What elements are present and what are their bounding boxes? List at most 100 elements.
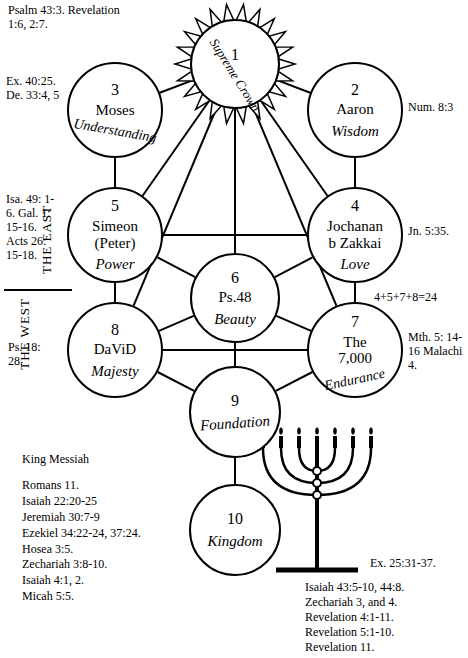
menorah-candles (261, 428, 373, 449)
connector-line (159, 316, 194, 331)
circle-shape (190, 367, 280, 457)
reference-note: Revelation 11. (305, 640, 375, 654)
circle-outline (189, 484, 281, 576)
east-west-divider (4, 289, 72, 291)
connector-line (114, 158, 116, 187)
reference-note: Jn. 5:35. (408, 224, 466, 238)
reference-note: Revelation 5:1-10. (305, 625, 394, 639)
reference-note: Ex. 40:25. De. 33:4, 5 (6, 74, 68, 102)
sefirah-circle: 9Foundation (189, 366, 281, 458)
circle-shape (68, 188, 162, 282)
reference-note: Hosea 3:5. (22, 542, 73, 556)
circle-shape (68, 63, 162, 157)
sefirah-attribute: Foundation (200, 413, 271, 434)
reference-note: Isaiah 43:5-10, 44:8. (305, 580, 404, 594)
sefirah-attribute: Understanding (72, 116, 157, 146)
circle-text-area: 1Supreme Crown (190, 19, 280, 109)
sefirah-name: Ps.48 (219, 289, 252, 306)
circle-shape (308, 303, 402, 397)
reference-note: Romans 11. (22, 478, 79, 492)
sefirah-attribute: Majesty (91, 363, 138, 380)
reference-note: Psalm 43:3. Revelation 1:6, 2:7. (8, 3, 120, 31)
connector-line (276, 372, 313, 391)
circle-text-area: 2AaronWisdom (307, 62, 403, 158)
sefirah-name: Jochanan b Zakkai (323, 218, 387, 251)
circle-text-area: 9Foundation (189, 366, 281, 458)
circle-text-area: 8DaViD Majesty (67, 302, 163, 398)
candle (333, 436, 337, 448)
sun-rays (175, 5, 295, 124)
sefirah-name: Simeon (Peter) (85, 218, 145, 251)
candle (315, 436, 319, 448)
connector-line (114, 283, 116, 302)
circle-text-area: 6Ps.48Beauty (190, 253, 280, 343)
reference-note: Isaiah 22:20-25 (22, 494, 97, 508)
connector-line (158, 257, 196, 277)
sefirah-number: 5 (111, 197, 119, 215)
circle-text-area: 5Simeon (Peter) Power (67, 187, 163, 283)
sefirah-name: The 7,000 (333, 334, 377, 367)
sefirah-number: 8 (111, 321, 119, 339)
sefirah-circle: 5Simeon (Peter) Power (67, 187, 163, 283)
sefirah-number: 6 (231, 269, 239, 287)
reference-note: Revelation 4:1-11. (305, 610, 394, 624)
circle-text-area: 7The 7,000Endurance (307, 302, 403, 398)
circle-outline (189, 366, 281, 458)
reference-note: Ezekiel 34:22-24, 37:24. (22, 526, 141, 540)
reference-note: Ex. 25:31-37. (370, 556, 436, 570)
sefirah-circle: 6Ps.48Beauty (190, 253, 280, 343)
flame (279, 428, 283, 435)
sefirah-attribute: Wisdom (331, 123, 379, 140)
sefirah-name: Moses (95, 102, 134, 119)
connector-line (354, 283, 356, 302)
sefirah-attribute: Beauty (214, 311, 256, 328)
connector-line (234, 109, 236, 253)
menorah-knob (313, 491, 321, 499)
sefirah-circle: 4Jochanan b ZakkaiLove (307, 187, 403, 283)
sefirah-number: 9 (231, 392, 239, 410)
sefirah-name: DaViD (94, 341, 136, 358)
connector-line (234, 343, 236, 366)
sefirah-circle: 10Kingdom (189, 484, 281, 576)
reference-note: Num. 8:3 (408, 100, 466, 114)
candle (369, 436, 373, 448)
circle-shape (191, 254, 279, 342)
menorah-base (276, 568, 358, 573)
sefirah-number: 2 (351, 81, 359, 99)
reference-note: 4+5+7+8=24 (374, 290, 437, 304)
reference-note: Isaiah 4:1, 2. (22, 573, 84, 587)
sefirah-number: 7 (351, 313, 359, 331)
sefirah-attribute: Kingdom (207, 533, 262, 550)
flame (351, 428, 355, 435)
sefirah-circle: 8DaViD Majesty (67, 302, 163, 398)
connector-line (160, 80, 193, 93)
sefirah-name: Aaron (336, 101, 374, 118)
connector-line (277, 80, 310, 93)
reference-note: King Messiah (22, 452, 89, 466)
region-label: THE EAST (40, 205, 54, 274)
candle (351, 436, 355, 448)
circle-shape (308, 188, 402, 282)
sefirah-attribute: Endurance (323, 365, 386, 393)
sefirah-attribute: Power (95, 256, 134, 273)
sefirah-number: 3 (111, 81, 119, 99)
sefirah-circle: 3MosesUnderstanding (67, 62, 163, 158)
circle-text-area: 4Jochanan b ZakkaiLove (307, 187, 403, 283)
menorah-stem (315, 446, 319, 570)
circle-shape (190, 485, 280, 575)
sefirah-number: 10 (227, 510, 243, 528)
candle (279, 436, 283, 448)
connector-line (234, 458, 236, 484)
reference-note: Micah 5:5. (22, 589, 74, 603)
candle (297, 436, 301, 448)
circle-text-area: 10Kingdom (189, 484, 281, 576)
reference-note: Zechariah 3, and 4. (305, 595, 397, 609)
flame (369, 428, 373, 435)
circle-shape (68, 303, 162, 397)
menorah-knob (313, 479, 321, 487)
crown-circle: 1Supreme Crown (190, 19, 280, 109)
menorah-knob (313, 467, 321, 475)
reference-note: Zechariah 3:8-10. (22, 557, 107, 571)
reference-note: Ps. 18: 28. (8, 340, 48, 368)
